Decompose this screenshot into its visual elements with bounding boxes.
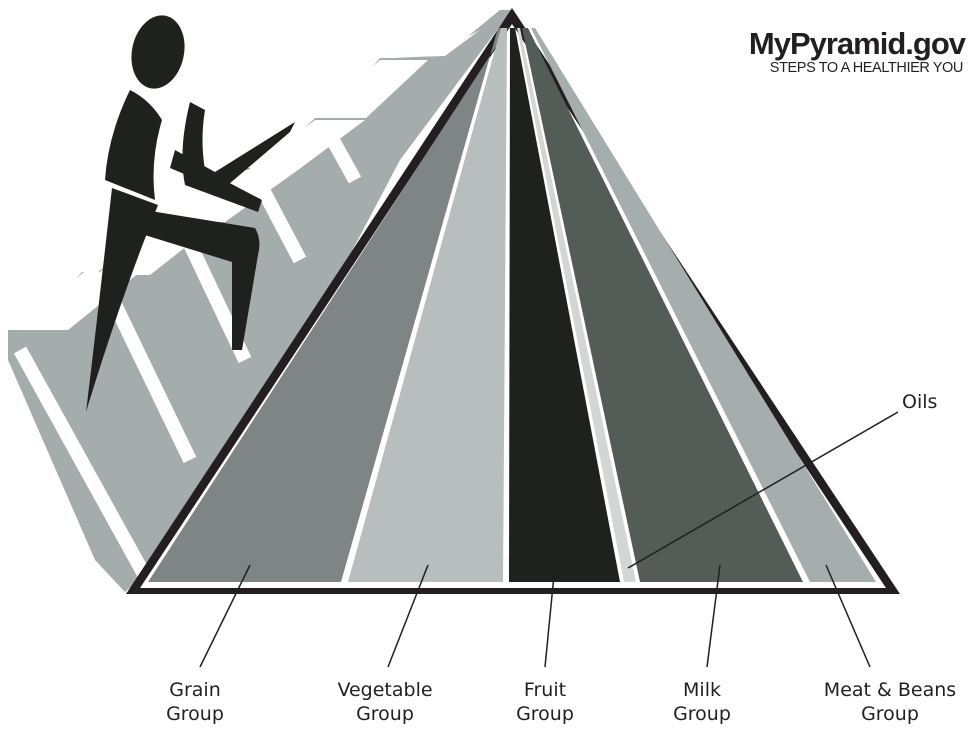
label-meat-beans-line1: Meat & Beans: [812, 678, 968, 702]
label-fruit-line1: Fruit: [490, 678, 600, 702]
label-milk-group: Milk Group: [647, 678, 757, 726]
label-meat-beans-line2: Group: [812, 702, 968, 726]
label-fruit-group: Fruit Group: [490, 678, 600, 726]
label-grain-group: Grain Group: [140, 678, 250, 726]
label-grain-line2: Group: [140, 702, 250, 726]
brand-title: MyPyramid.gov: [749, 28, 965, 60]
brand-tagline: STEPS TO A HEALTHIER YOU: [749, 60, 963, 76]
label-vegetable-line2: Group: [315, 702, 455, 726]
label-milk-line2: Group: [647, 702, 757, 726]
label-vegetable-group: Vegetable Group: [315, 678, 455, 726]
climber-head: [125, 10, 191, 93]
label-oils: Oils: [902, 390, 937, 414]
label-vegetable-line1: Vegetable: [315, 678, 455, 702]
label-fruit-line2: Group: [490, 702, 600, 726]
brand-logo: MyPyramid.gov STEPS TO A HEALTHIER YOU: [749, 28, 965, 76]
label-milk-line1: Milk: [647, 678, 757, 702]
label-grain-line1: Grain: [140, 678, 250, 702]
climber-torso: [105, 90, 162, 200]
label-meat-beans-group: Meat & Beans Group: [812, 678, 968, 726]
